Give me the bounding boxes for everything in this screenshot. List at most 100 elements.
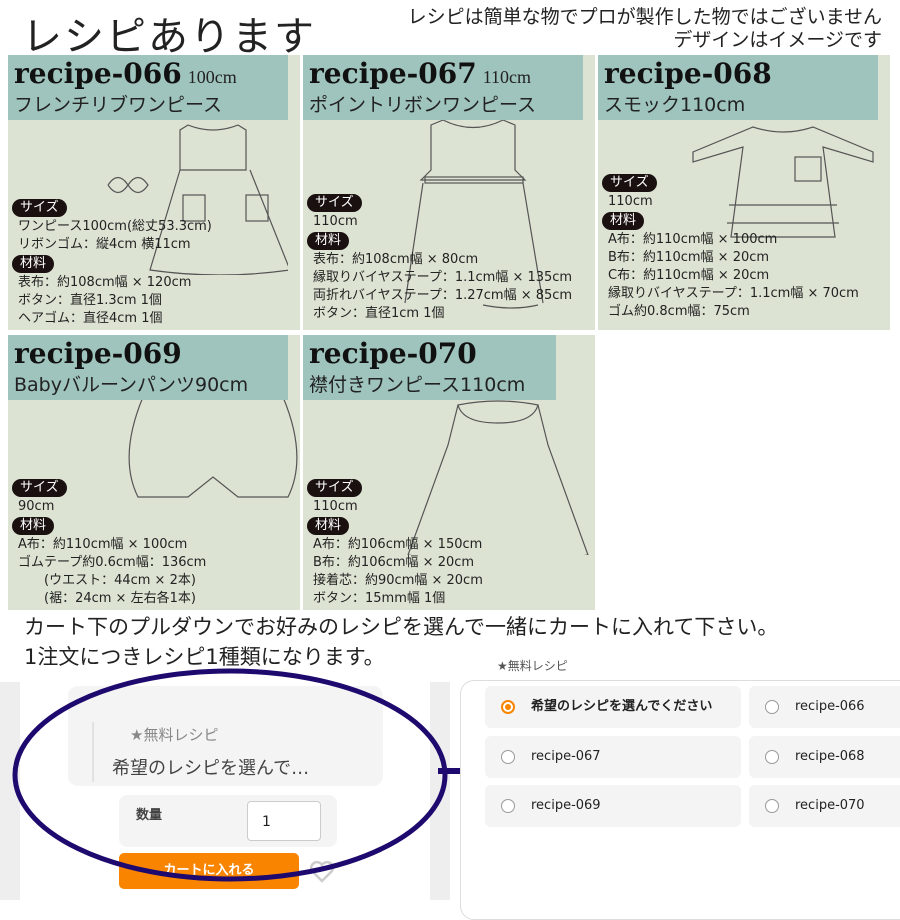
size-tag: サイズ: [12, 479, 67, 497]
radio-icon[interactable]: [765, 750, 779, 764]
size-line: リボンゴム：縦4cm 横11cm: [18, 237, 191, 252]
size-line: ワンピース100cm(総丈53.3cm): [18, 219, 212, 234]
material-line: (ウエスト：44cm × 2本): [18, 573, 196, 588]
recipe-size: 100cm: [187, 67, 237, 87]
recipe-size: 110cm: [482, 67, 532, 87]
material-line: ボタン：直径1cm 1個: [313, 306, 445, 321]
recipe-option[interactable]: recipe-067: [485, 736, 741, 778]
quantity-input[interactable]: 1: [247, 801, 321, 841]
recipe-name: Babyバルーンパンツ90cm: [14, 374, 249, 396]
radio-icon[interactable]: [501, 700, 515, 714]
option-label: recipe-066: [795, 699, 865, 714]
recipe-card-recipe-069: recipe-069 Babyバルーンパンツ90cm サイズ 90cm 材料 A布：…: [8, 335, 300, 610]
material-line: A布：約106cm幅 × 150cm: [313, 537, 483, 552]
option-label: recipe-067: [531, 749, 601, 764]
quantity-row: 数量 1: [119, 795, 337, 847]
recipe-id: recipe-068: [604, 57, 772, 90]
recipe-option[interactable]: recipe-068: [749, 736, 900, 778]
card-header: recipe-068 スモック110cm: [598, 55, 878, 120]
material-line: ゴム約0.8cm幅：75cm: [608, 304, 750, 319]
size-line: 90cm: [18, 499, 55, 514]
instruction-line: カート下のプルダウンでお好みのレシピを選んで一緒にカートに入れて下さい。: [24, 615, 779, 639]
option-label: recipe-068: [795, 749, 865, 764]
recipe-name: ポイントリボンワンピース: [309, 94, 537, 116]
material-line: ゴムテープ約0.6cm幅：136cm: [18, 555, 207, 570]
garment-illustration: [107, 124, 288, 275]
material-line: ボタン：15mm幅 1個: [313, 591, 446, 606]
recipe-name: フレンチリブワンピース: [14, 94, 223, 116]
note-line: レシピは簡単な物でプロが製作した物ではございません: [407, 6, 882, 28]
material-line: C布：約110cm幅 × 20cm: [608, 268, 770, 283]
recipe-id: recipe-066: [14, 57, 182, 90]
instructions: カート下のプルダウンでお好みのレシピを選んで一緒にカートに入れて下さい。 1注文に…: [24, 612, 778, 672]
size-line: 110cm: [313, 214, 358, 229]
size-line: 110cm: [313, 499, 358, 514]
note-line: デザインはイメージです: [673, 29, 882, 51]
recipe-name: スモック110cm: [604, 94, 746, 116]
recipe-id: recipe-067: [309, 57, 477, 90]
materials-tag: 材料: [307, 232, 350, 250]
size-tag: サイズ: [307, 194, 362, 212]
recipe-option[interactable]: recipe-069: [485, 785, 741, 827]
option-label: recipe-069: [531, 798, 601, 813]
radio-icon[interactable]: [501, 799, 515, 813]
radio-icon[interactable]: [501, 750, 515, 764]
material-line: B布：約106cm幅 × 20cm: [313, 555, 475, 570]
recipe-option[interactable]: recipe-070: [749, 785, 900, 827]
material-line: B布：約110cm幅 × 20cm: [608, 250, 770, 265]
radio-icon[interactable]: [765, 700, 779, 714]
garment-illustration: [692, 126, 874, 238]
recipe-option[interactable]: 希望のレシピを選んでください: [485, 686, 741, 728]
recipe-name: 襟付きワンピース110cm: [309, 374, 526, 396]
material-line: 表布：約108cm幅 × 80cm: [313, 252, 479, 267]
garment-illustration: [404, 119, 544, 309]
materials-tag: 材料: [12, 255, 55, 273]
size-line: 110cm: [608, 194, 653, 209]
material-line: A布：約110cm幅 × 100cm: [608, 232, 778, 247]
materials-tag: 材料: [602, 212, 645, 230]
material-line: 縁取りバイヤステープ：1.1cm幅 × 70cm: [608, 286, 859, 301]
garment-illustration: [407, 400, 589, 555]
select-value: 希望のレシピを選んで…: [112, 758, 310, 779]
recipe-select[interactable]: ★無料レシピ 希望のレシピを選んで…: [68, 686, 383, 786]
size-tag: サイズ: [12, 199, 67, 217]
radio-icon[interactable]: [765, 799, 779, 813]
card-header: recipe-069 Babyバルーンパンツ90cm: [8, 335, 288, 400]
option-label: recipe-070: [795, 798, 865, 813]
card-header: recipe-070 襟付きワンピース110cm: [303, 335, 556, 400]
quantity-label: 数量: [136, 808, 163, 823]
disclaimer: レシピは簡単な物でプロが製作した物ではございませんデザインはイメージです: [408, 6, 882, 52]
materials-tag: 材料: [12, 517, 55, 535]
material-line: ボタン：直径1.3cm 1個: [18, 293, 162, 308]
material-line: A布：約110cm幅 × 100cm: [18, 537, 188, 552]
recipe-id: recipe-070: [309, 337, 477, 370]
materials-tag: 材料: [307, 517, 350, 535]
page-title: レシピあります: [22, 14, 316, 60]
material-line: 表布：約108cm幅 × 120cm: [18, 275, 192, 290]
material-line: ヘアゴム：直径4cm 1個: [18, 311, 163, 326]
size-tag: サイズ: [307, 479, 362, 497]
recipe-id: recipe-069: [14, 337, 182, 370]
material-line: 縁取りバイヤステープ：1.1cm幅 × 135cm: [313, 270, 573, 285]
recipe-info: サイズワンピース100cm(総丈53.3cm)リボンゴム：縦4cm 横11cm …: [12, 198, 212, 328]
size-tag: サイズ: [602, 174, 657, 192]
options-label: ★無料レシピ: [497, 659, 568, 673]
instruction-line: 1注文につきレシピ1種類になります。: [24, 645, 385, 669]
recipe-card-recipe-070: recipe-070 襟付きワンピース110cm サイズ 110cm 材料 A布：約…: [303, 335, 595, 610]
highlight-ellipse: [12, 668, 448, 882]
recipe-info: サイズ 110cm 材料表布：約108cm幅 × 80cm 縁取りバイヤステープ：1…: [307, 193, 572, 323]
material-line: (裾：24cm × 左右各1本): [18, 591, 196, 606]
recipe-info: サイズ 90cm 材料 A布：約110cm幅 × 100cm ゴムテープ約0.6cm幅…: [12, 478, 206, 608]
material-line: 接着芯：約90cm幅 × 20cm: [313, 573, 483, 588]
recipe-card-recipe-068: recipe-068 スモック110cm サイズ 110cm 材料 A布：約110c…: [598, 55, 890, 330]
select-label: ★無料レシピ: [130, 726, 219, 744]
recipe-option[interactable]: recipe-066: [749, 686, 900, 728]
material-line: 両折れバイヤステープ：1.27cm幅 × 85cm: [313, 288, 573, 303]
option-label: 希望のレシピを選んでください: [531, 699, 713, 714]
